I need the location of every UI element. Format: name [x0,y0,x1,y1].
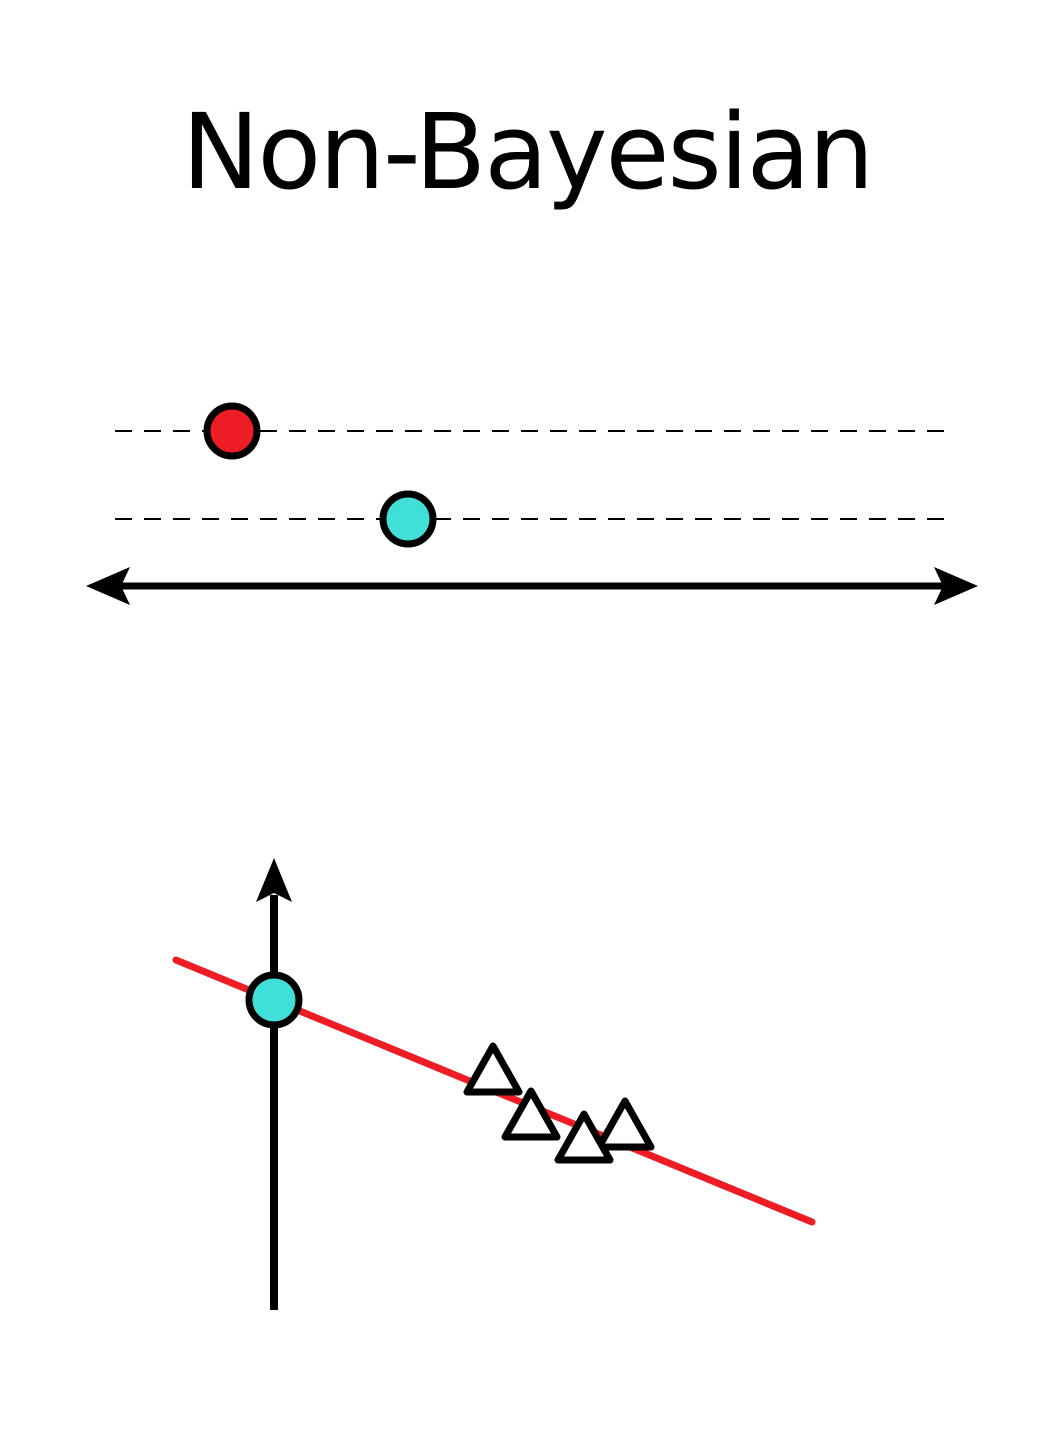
intercept-cyan-circle-marker [245,971,303,1029]
triangle-marker [501,1087,561,1141]
top-panel [86,402,978,605]
left-arrowhead-icon [86,567,130,605]
up-arrowhead-icon [256,858,292,902]
red-circle-marker [203,402,261,460]
triangle-marker [554,1110,614,1164]
triangle-marker [463,1042,523,1096]
right-arrowhead-icon [934,567,978,605]
diagram-title: Non-Bayesian [181,91,875,213]
triangle-marker [595,1097,655,1151]
bottom-panel [172,858,816,1310]
cyan-circle-marker [379,490,437,548]
